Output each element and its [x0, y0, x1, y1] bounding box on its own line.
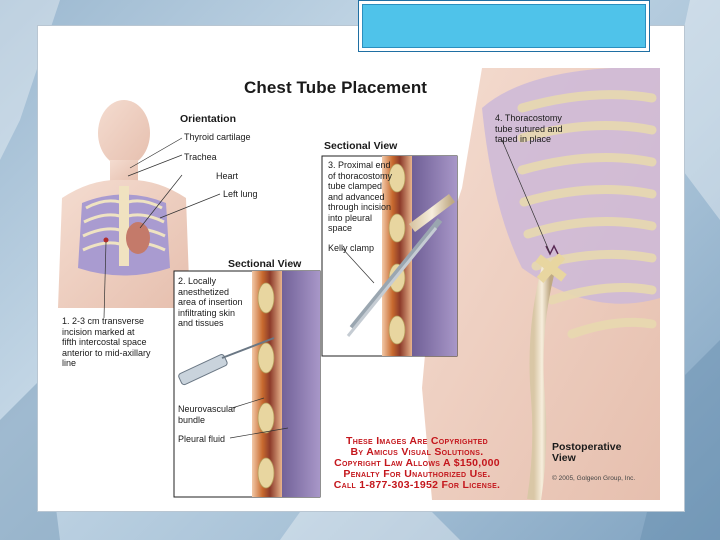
postoperative-view-label: Postoperative View: [552, 441, 622, 464]
postoperative-torso: [422, 68, 660, 500]
label-neurovascular-bundle: Neurovascular bundle: [178, 404, 237, 425]
step2-text: 2. Locally anesthetized area of insertio…: [178, 276, 243, 328]
sectional-view-bottom-heading: Sectional View: [228, 258, 302, 270]
label-heart: Heart: [216, 171, 239, 181]
sectional-view-top-heading: Sectional View: [324, 140, 398, 152]
step4-text: 4. Thoracostomy tube sutured and taped i…: [495, 113, 563, 144]
illustration-credit: © 2005, Golgeon Group, Inc.: [552, 475, 636, 482]
sectional-view-bottom-panel: [173, 270, 321, 498]
illustration-artwork: [58, 68, 660, 500]
label-trachea: Trachea: [184, 152, 217, 162]
title-placeholder[interactable]: [358, 0, 650, 52]
step3-text: 3. Proximal end of thoracostomy tube cla…: [328, 160, 393, 233]
label-thyroid-cartilage: Thyroid cartilage: [184, 132, 251, 142]
label-kelly-clamp: Kelly clamp: [328, 243, 375, 253]
orientation-heading: Orientation: [180, 113, 237, 125]
label-left-lung: Left lung: [223, 189, 258, 199]
title-placeholder-fill: [362, 4, 646, 48]
orientation-figure: [58, 100, 190, 308]
sectional-view-top-panel: [321, 155, 458, 357]
figure-title: Chest Tube Placement: [244, 78, 428, 97]
label-pleural-fluid: Pleural fluid: [178, 434, 226, 444]
step1-incision-text: 1. 2-3 cm transverse incision marked at …: [62, 316, 151, 368]
copyright-watermark: These Images Are Copyrighted By Amicus V…: [333, 435, 501, 491]
chest-tube-illustration: Chest Tube Placement Orientation Thyroid…: [52, 68, 660, 500]
leader-lines: [103, 137, 551, 439]
